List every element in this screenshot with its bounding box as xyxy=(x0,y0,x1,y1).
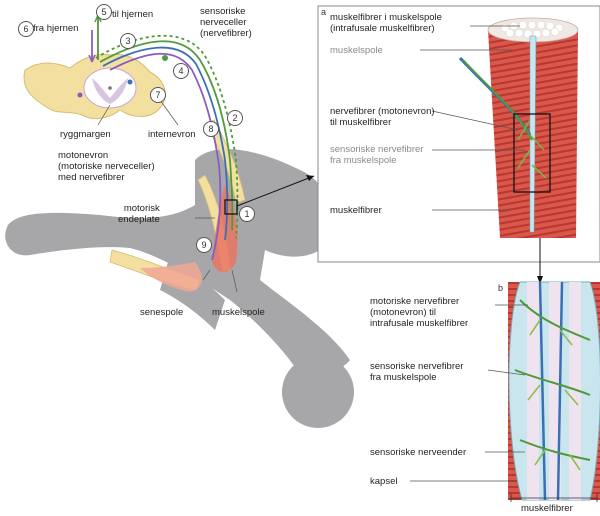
label-a-muskelfibrer: muskelfibrer xyxy=(330,205,382,216)
label-b-sensoriske-nerveender: sensoriske nerveender xyxy=(370,447,467,458)
label-til-hjernen: til hjernen xyxy=(112,9,154,20)
label-ryggmargen: ryggmargen xyxy=(60,129,111,140)
label-fra-hjernen: fra hjernen xyxy=(33,23,79,34)
panel-a-letter: a xyxy=(321,7,327,17)
label-b-sensoriske-nervefibrer: sensoriske nervefibrer fra muskelspole xyxy=(370,361,464,383)
label-senespole: senespole xyxy=(140,307,184,318)
leg-muscles xyxy=(140,185,238,292)
label-b-motoriske-nervefibrer: motoriske nervefibrer (motonevron) til i… xyxy=(370,296,469,329)
panel-b-letter: b xyxy=(498,283,504,293)
panel-a xyxy=(317,5,600,263)
number-4-marker: 4 xyxy=(173,63,189,79)
label-a-muskelspole: muskelspole xyxy=(330,45,383,56)
number-5-marker: 5 xyxy=(96,4,112,20)
number-9-marker: 9 xyxy=(196,237,212,253)
nerve-bundle xyxy=(77,14,239,261)
label-a-sensoriske-nervefibrer: sensoriske nervefibrer fra muskelspole xyxy=(330,144,424,166)
label-internevron: internevron xyxy=(148,129,196,140)
label-motonevron: motonevron (motoriske nerveceller) med n… xyxy=(58,150,155,183)
label-motorisk-endeplate: motorisk endeplate xyxy=(118,203,160,225)
number-7-marker: 7 xyxy=(150,87,166,103)
zoom-arrow xyxy=(236,175,315,207)
panel-b xyxy=(508,281,600,502)
label-b-muskelfibrer: muskelfibrer xyxy=(521,503,573,514)
athlete-silhouette xyxy=(5,149,351,377)
label-a-nervefibrer-motonevron: nervefibrer (motonevron) til muskelfibre… xyxy=(330,106,435,128)
label-b-kapsel: kapsel xyxy=(370,476,398,487)
label-sensoriske-nerveceller: sensoriske nerveceller (nervefibrer) xyxy=(200,6,252,39)
label-muskelspole: muskelspole xyxy=(212,307,265,318)
number-1-marker: 1 xyxy=(239,206,255,222)
spindle-highlight-box xyxy=(224,199,238,215)
leader-lines xyxy=(97,25,528,482)
label-a-intrafusale-muskelfibrer: muskelfibrer i muskelspole (intrafusale … xyxy=(330,12,442,34)
number-3-marker: 3 xyxy=(120,33,136,49)
number-2-marker: 2 xyxy=(227,110,243,126)
panel-a-zoom-box xyxy=(513,113,551,193)
number-6-marker: 6 xyxy=(18,21,34,37)
soccer-ball xyxy=(282,356,354,428)
spinal-cord-section xyxy=(23,53,166,120)
number-8-marker: 8 xyxy=(203,121,219,137)
